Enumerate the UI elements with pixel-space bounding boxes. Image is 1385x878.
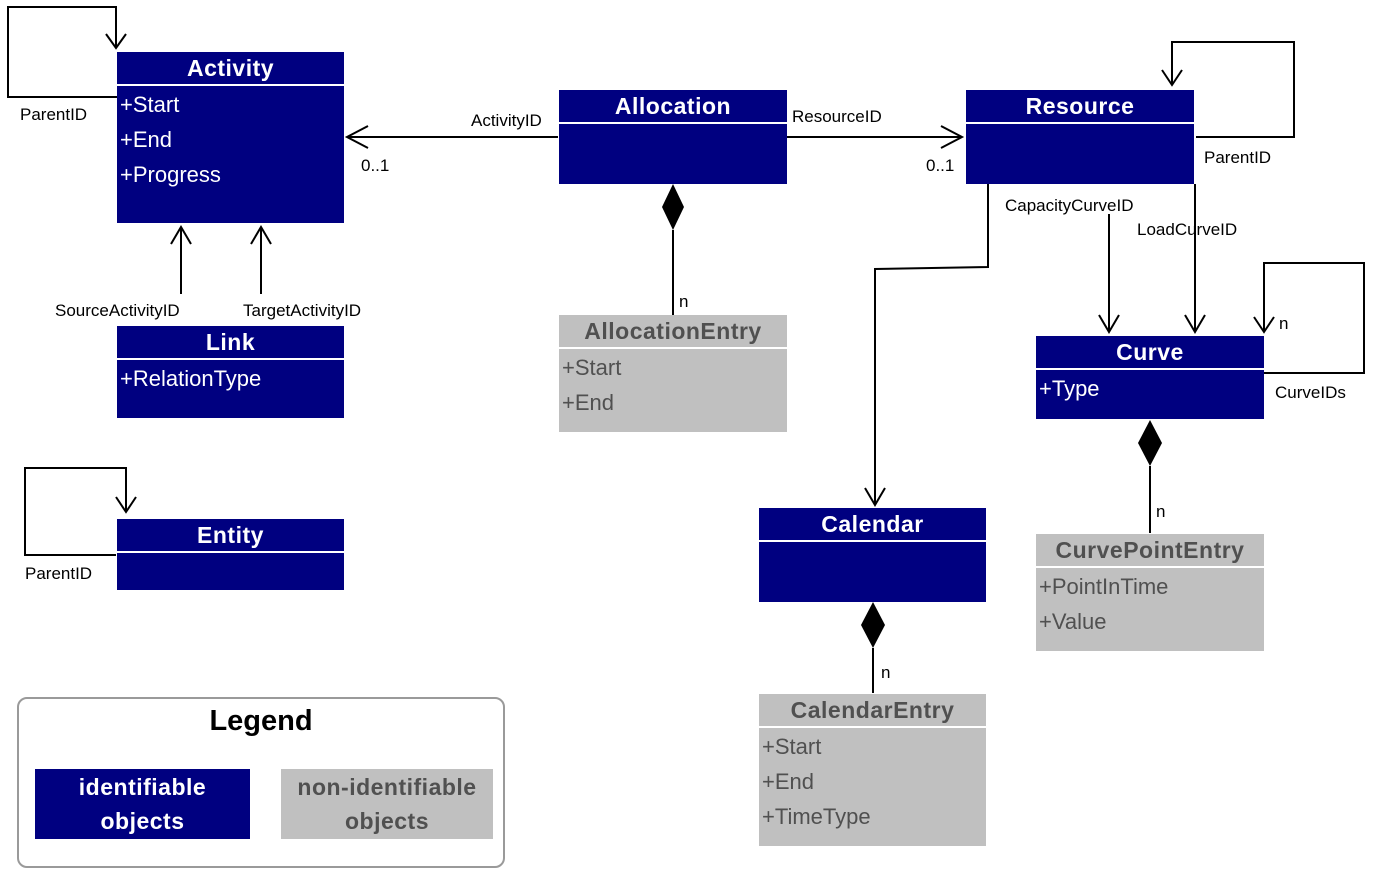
resource-id-label: ResourceID [792,107,882,126]
resource-class[interactable]: Resource [966,90,1194,184]
resource-parent-arrowhead [1161,69,1183,87]
resource-calendar-arrowhead [864,487,886,507]
resource-parent-connector [1171,41,1295,138]
allocation-composition-diamond [662,184,684,230]
activity-attr-progress: +Progress [120,162,221,187]
curve-class[interactable]: Curve +Type [1036,336,1264,419]
activity-multiplicity-label: 0..1 [361,156,390,175]
allocation-entry-attr-end: +End [562,390,614,415]
legend-identifiable-line2: objects [100,808,185,834]
calendar-entry-attr-time-type: +TimeType [762,804,871,829]
legend-non-identifiable-line1: non-identifiable [297,774,477,800]
calendar-entry-multiplicity-label: n [881,663,891,682]
calendar-class-title: Calendar [759,508,986,542]
allocation-entry-class[interactable]: AllocationEntry +Start +End [559,315,787,432]
curve-ids-label: CurveIDs [1275,383,1346,402]
activity-class[interactable]: Activity +Start +End +Progress [117,52,344,223]
source-activity-arrowhead [170,225,192,245]
curve-composition-diamond [1138,420,1162,466]
activity-parent-label: ParentID [20,105,88,124]
link-attr-relation-type: +RelationType [120,366,262,391]
activity-parent-arrowhead [105,33,127,50]
legend-non-identifiable-swatch: non-identifiable objects [281,769,493,839]
calendar-class[interactable]: Calendar [759,508,986,602]
resource-parent-label: ParentID [1204,148,1272,167]
allocation-resource-arrowhead [940,125,965,149]
calendar-entry-attr-start: +Start [762,734,822,759]
allocation-class-title: Allocation [559,90,787,124]
link-class[interactable]: Link +RelationType [117,326,344,418]
allocation-activity-arrowhead [344,125,369,149]
capacity-curve-arrowhead [1098,314,1120,334]
activity-class-title: Activity [117,52,344,86]
activity-id-label: ActivityID [471,111,542,130]
curve-attr-type: +Type [1039,376,1100,401]
calendar-entry-class-title: CalendarEntry [759,694,986,728]
legend-title: Legend [209,705,313,737]
curve-self-multiplicity-label: n [1279,314,1289,333]
target-activity-label: TargetActivityID [243,301,362,320]
entity-parent-label: ParentID [25,564,93,583]
entity-class-title: Entity [117,519,344,553]
allocation-class[interactable]: Allocation [559,90,787,184]
resource-calendar-connector [874,184,989,505]
activity-attr-start: +Start [120,92,180,117]
allocation-entry-class-title: AllocationEntry [559,315,787,349]
legend: Legend identifiable objects non-identifi… [17,697,505,868]
curve-point-multiplicity-label: n [1156,502,1166,521]
entity-class[interactable]: Entity [117,519,344,590]
curve-point-entry-class-title: CurvePointEntry [1036,534,1264,568]
entity-parent-connector [24,467,127,556]
resource-class-title: Resource [966,90,1194,124]
load-curve-arrowhead [1184,314,1206,334]
calendar-entry-attr-end: +End [762,769,814,794]
load-curve-label: LoadCurveID [1137,220,1238,239]
allocation-entry-multiplicity-label: n [679,292,689,311]
target-activity-arrowhead [250,225,272,245]
legend-identifiable-line1: identifiable [78,774,207,800]
curve-ids-connector [1263,262,1365,374]
link-class-title: Link [117,326,344,360]
curve-point-entry-attr-point-in-time: +PointInTime [1039,574,1169,599]
legend-non-identifiable-line2: objects [344,808,430,834]
resource-multiplicity-label: 0..1 [926,156,955,175]
curve-ids-arrowhead [1253,316,1275,334]
calendar-entry-class[interactable]: CalendarEntry +Start +End +TimeType [759,694,986,846]
calendar-composition-diamond [861,602,885,648]
source-activity-label: SourceActivityID [55,301,180,320]
activity-parent-connector [7,6,117,98]
entity-parent-arrowhead [115,496,137,514]
curve-class-title: Curve [1036,336,1264,370]
activity-attr-end: +End [120,127,172,152]
legend-identifiable-swatch: identifiable objects [35,769,250,839]
curve-point-entry-attr-value: +Value [1039,609,1107,634]
allocation-entry-attr-start: +Start [562,355,622,380]
curve-point-entry-class[interactable]: CurvePointEntry +PointInTime +Value [1036,534,1264,651]
capacity-curve-label: CapacityCurveID [1005,196,1134,215]
